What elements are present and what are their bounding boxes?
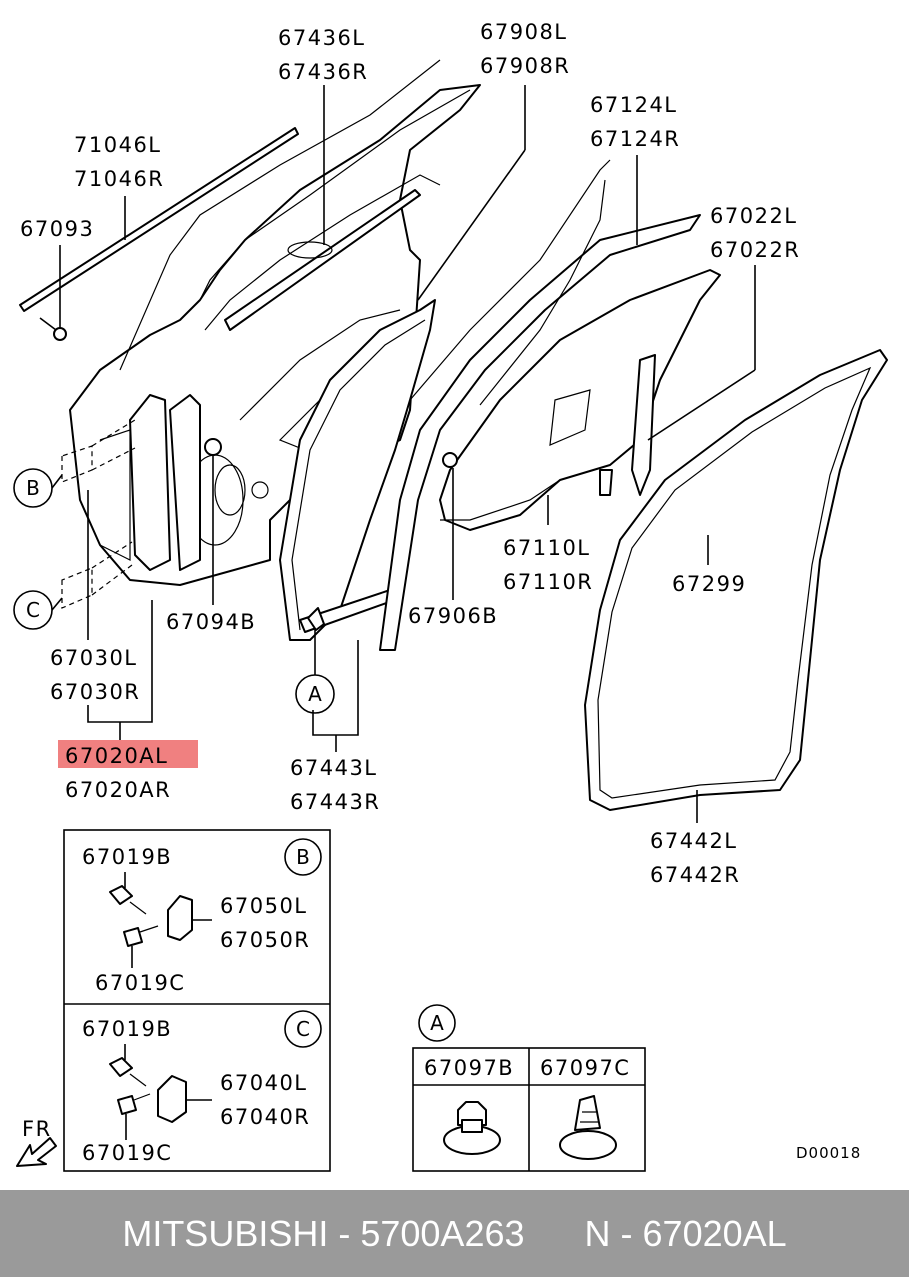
detail-b-tag: B (296, 845, 310, 869)
bolt-67019c-c-icon (117, 1093, 151, 1140)
bolt-67019b-c-icon (109, 1044, 147, 1087)
bolt-67019c-icon (123, 925, 159, 968)
detail-a-col-2: 67097C (540, 1056, 630, 1080)
screw-67093-icon (39, 317, 67, 341)
label-67093: 67093 (20, 217, 94, 241)
bolt-67019b-icon (109, 872, 147, 915)
label-71046l: 71046L (74, 133, 162, 157)
detail-a-col-1: 67097B (424, 1056, 514, 1080)
detail-b-bolt-bottom: 67019C (95, 971, 185, 995)
detail-c-tag: C (296, 1017, 310, 1041)
diagram-code: D00018 (796, 1144, 861, 1162)
clip-67094b-icon (204, 438, 222, 456)
clip-a-icon (307, 607, 325, 631)
detail-a-tag: A (430, 1011, 444, 1035)
label-67110l: 67110L (503, 536, 591, 560)
detail-box-a: A 67097B 67097C (412, 1004, 646, 1172)
label-67908r: 67908R (480, 54, 570, 78)
ref-circle-c-label: C (26, 598, 40, 622)
label-67030l: 67030L (50, 646, 138, 670)
label-67436l: 67436L (278, 26, 366, 50)
ref-circle-a (295, 674, 335, 714)
label-67020ar: 67020AR (65, 778, 171, 802)
door-illustration (19, 59, 888, 811)
hinge-67040-icon (157, 1075, 212, 1123)
footer-gap (525, 1213, 585, 1255)
label-67442r: 67442R (650, 863, 740, 887)
label-67124r: 67124R (590, 127, 680, 151)
clip-67097b-icon (443, 1101, 501, 1155)
clip-67097c-icon (559, 1095, 617, 1160)
detail-c-bolt-top: 67019B (82, 1017, 172, 1041)
label-67030r: 67030R (50, 680, 140, 704)
detail-c-hinge-r: 67040R (220, 1105, 310, 1129)
ref-circle-b-label: B (26, 476, 40, 500)
label-67436r: 67436R (278, 60, 368, 84)
label-67299: 67299 (672, 572, 746, 596)
ref-circle-b (13, 468, 53, 508)
label-71046r: 71046R (74, 167, 164, 191)
label-67906b: 67906B (408, 604, 498, 628)
label-67908l: 67908L (480, 20, 568, 44)
detail-box-bc: B 67019B 67050L 67050R 67019C C 67019B 6… (63, 829, 331, 1172)
leader-lines (51, 85, 756, 823)
front-direction-arrow-icon (16, 1137, 57, 1167)
footer-ref: N - 67020AL (584, 1212, 787, 1254)
detail-b-bolt-top: 67019B (82, 845, 172, 869)
label-67094b: 67094B (166, 610, 256, 634)
ref-circle-c (13, 590, 53, 630)
hinge-67050-icon (167, 895, 212, 941)
label-67443l: 67443L (290, 756, 378, 780)
ref-circle-a-label: A (308, 682, 322, 706)
detail-c-bolt-bottom: 67019C (82, 1141, 172, 1165)
detail-b-hinge-r: 67050R (220, 928, 310, 952)
label-67442l: 67442L (650, 829, 738, 853)
footer-sep: - (328, 1212, 361, 1254)
footer-brand: MITSUBISHI (122, 1212, 329, 1254)
label-67022l: 67022L (710, 204, 798, 228)
detail-a-circle (418, 1004, 456, 1042)
label-67110r: 67110R (503, 570, 593, 594)
door-parts-diagram: 67436L 67436R 67908L 67908R 71046L 71046… (13, 20, 888, 1172)
front-direction-label: FR (22, 1117, 52, 1141)
detail-b-circle (284, 838, 322, 876)
footer-bar: MITSUBISHI - 5700A263 N - 67020AL (0, 1190, 909, 1277)
footer-part-number: 5700A263 (360, 1212, 525, 1254)
clip-67906b-icon (442, 452, 458, 468)
detail-b-hinge-l: 67050L (220, 894, 308, 918)
label-67020al: 67020AL (65, 744, 168, 768)
detail-c-circle (284, 1010, 322, 1048)
label-67443r: 67443R (290, 790, 380, 814)
highlight-67020al (58, 740, 198, 768)
label-67124l: 67124L (590, 93, 678, 117)
label-67022r: 67022R (710, 238, 800, 262)
detail-c-hinge-l: 67040L (220, 1071, 308, 1095)
